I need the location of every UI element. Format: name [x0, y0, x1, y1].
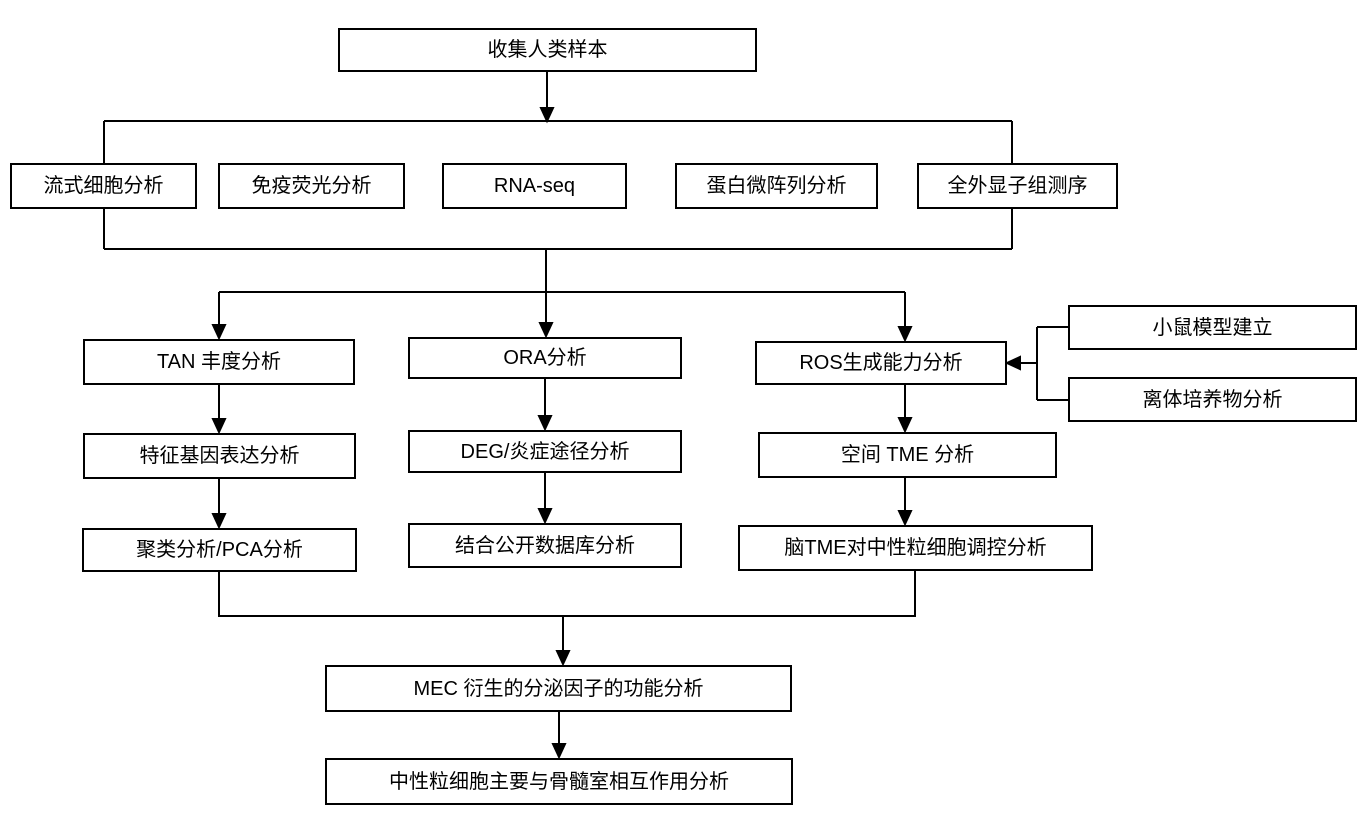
node-signature-gene-expression: 特征基因表达分析: [83, 433, 356, 479]
node-mouse-model: 小鼠模型建立: [1068, 305, 1357, 350]
node-protein-microarray: 蛋白微阵列分析: [675, 163, 878, 209]
node-mec-secreted-factors: MEC 衍生的分泌因子的功能分析: [325, 665, 792, 712]
arrowhead-down-icon: [537, 508, 553, 525]
node-rna-seq: RNA-seq: [442, 163, 627, 209]
node-brain-tme-regulation: 脑TME对中性粒细胞调控分析: [738, 525, 1093, 571]
node-tan-abundance: TAN 丰度分析: [83, 339, 355, 385]
node-collect-human-samples: 收集人类样本: [338, 28, 757, 72]
arrowhead-left-icon: [1004, 355, 1021, 371]
node-clustering-pca: 聚类分析/PCA分析: [82, 528, 357, 572]
node-deg-inflammation-pathway: DEG/炎症途径分析: [408, 430, 682, 473]
node-whole-exome-seq: 全外显子组测序: [917, 163, 1118, 209]
arrowhead-down-icon: [537, 415, 553, 432]
node-flow-cytometry: 流式细胞分析: [10, 163, 197, 209]
node-ros-capacity: ROS生成能力分析: [755, 341, 1007, 385]
arrowhead-down-icon: [211, 513, 227, 530]
node-ora-analysis: ORA分析: [408, 337, 682, 379]
arrowhead-down-icon: [538, 322, 554, 339]
node-neutrophil-bone-marrow-interaction: 中性粒细胞主要与骨髓室相互作用分析: [325, 758, 793, 805]
arrowhead-down-icon: [211, 324, 227, 341]
arrowhead-down-icon: [211, 418, 227, 435]
arrowhead-down-icon: [897, 510, 913, 527]
node-public-database: 结合公开数据库分析: [408, 523, 682, 568]
arrowhead-down-icon: [555, 650, 571, 667]
node-immunofluorescence: 免疫荧光分析: [218, 163, 405, 209]
node-spatial-tme: 空间 TME 分析: [758, 432, 1057, 478]
arrowhead-down-icon: [897, 417, 913, 434]
arrowhead-down-icon: [539, 107, 555, 124]
node-invitro-culture: 离体培养物分析: [1068, 377, 1357, 422]
arrowhead-down-icon: [897, 326, 913, 343]
arrowhead-down-icon: [551, 743, 567, 760]
